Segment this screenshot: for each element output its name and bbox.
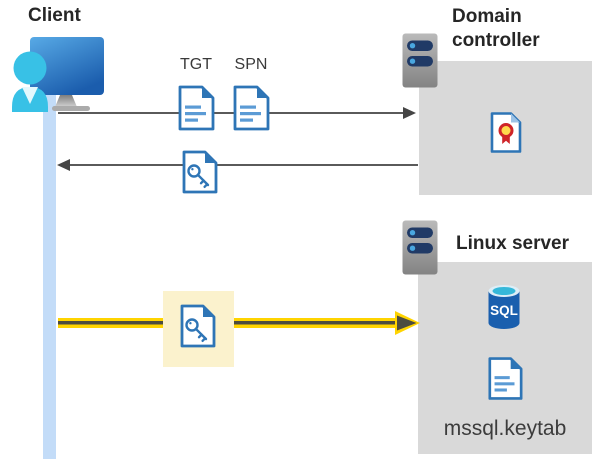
client-timeline-bar: [43, 88, 56, 459]
client-to-dc-arrow-head: [403, 107, 416, 119]
dc-to-client-arrow-head: [57, 159, 70, 171]
dc-server-icon: [402, 33, 438, 88]
spn-label: SPN: [234, 56, 268, 73]
linux-server-label: Linux server: [456, 233, 569, 254]
client-label: Client: [28, 5, 81, 26]
dc-to-client-arrow-line: [69, 164, 418, 166]
linux-server-icon: [402, 220, 438, 275]
keytab-document-icon: [488, 357, 523, 400]
spn-document-icon: [233, 85, 270, 131]
sql-badge-text: SQL: [490, 303, 518, 318]
keytab-filename-label: mssql.keytab: [443, 417, 567, 440]
tgt-document-icon: [178, 85, 215, 131]
tgt-label: TGT: [180, 56, 212, 73]
keytab-key-icon: [180, 304, 216, 348]
user-icon: [12, 51, 48, 112]
client-computer-user-icon: [12, 37, 104, 112]
client-to-dc-arrow-line: [58, 112, 404, 114]
domain-controller-label: Domain controller: [452, 6, 540, 51]
certificate-icon: [490, 112, 522, 153]
service-ticket-key-icon: [182, 150, 218, 194]
client-to-sql-arrow-head: [395, 311, 420, 335]
monitor-icon: [30, 37, 104, 111]
sql-database-icon: SQL: [488, 285, 520, 329]
